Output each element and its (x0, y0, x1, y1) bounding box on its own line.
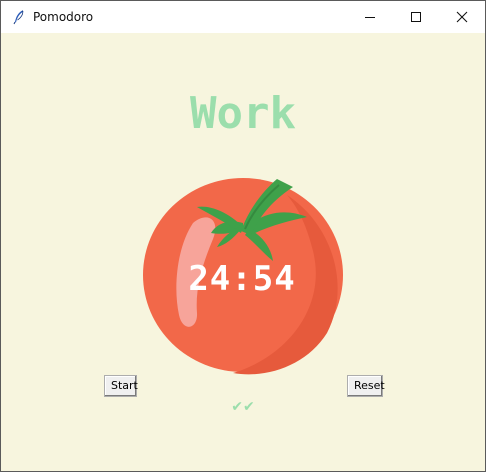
completed-sessions-checkmarks: ✔✔ (231, 399, 255, 415)
reset-button[interactable]: Reset (347, 375, 385, 397)
minimize-icon (365, 17, 375, 18)
tomato-icon (137, 147, 349, 377)
main-canvas: Work 24:54 Start Reset (1, 33, 485, 471)
start-button[interactable]: Start (104, 375, 138, 397)
mode-title: Work (190, 88, 296, 139)
close-button[interactable] (439, 1, 485, 33)
maximize-icon (411, 12, 421, 22)
minimize-button[interactable] (347, 1, 393, 33)
maximize-button[interactable] (393, 1, 439, 33)
timer-display: 24:54 (188, 259, 296, 299)
feather-icon (11, 9, 27, 25)
close-icon (456, 11, 468, 23)
title-bar[interactable]: Pomodoro (1, 1, 485, 33)
window-title: Pomodoro (33, 10, 94, 24)
